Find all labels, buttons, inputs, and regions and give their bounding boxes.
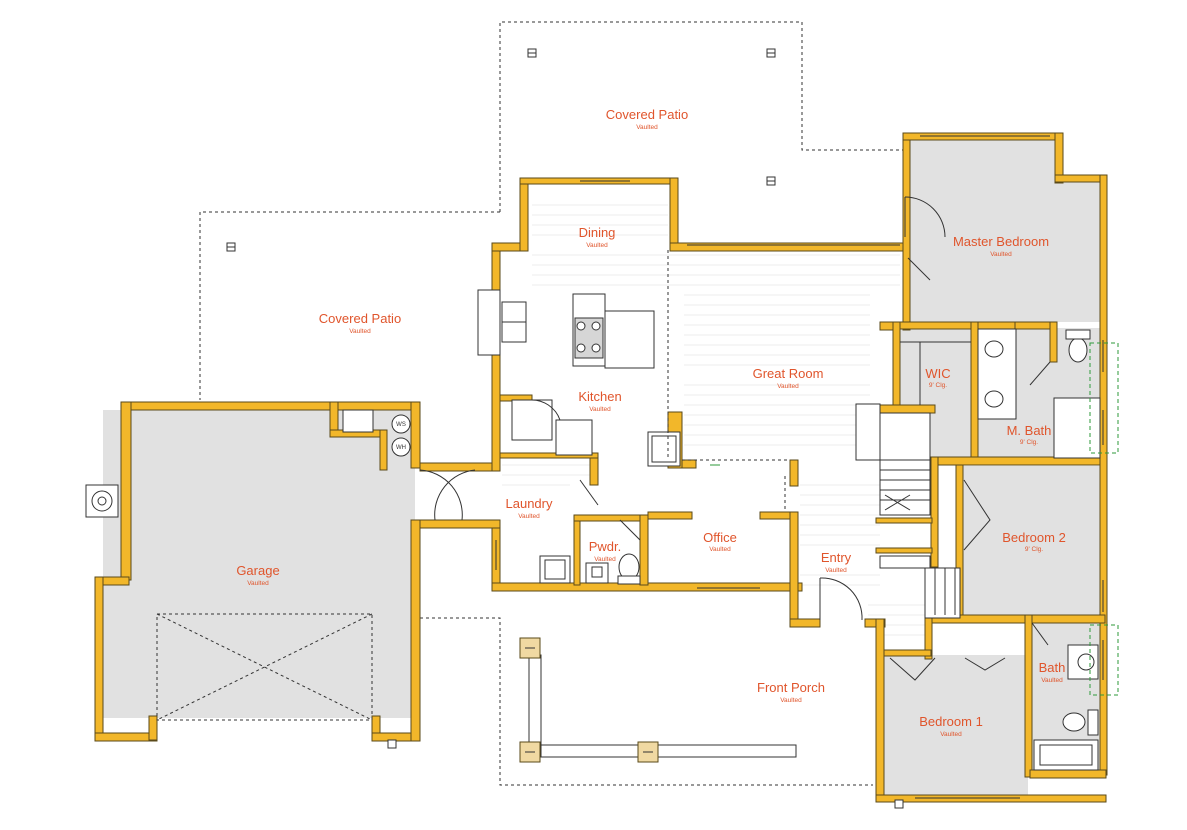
- bedroom-1-sub: Vaulted: [940, 731, 962, 738]
- overhead-lines: [667, 250, 1119, 696]
- bath-sub: Vaulted: [1041, 677, 1063, 684]
- great-room-sub: Vaulted: [777, 383, 799, 390]
- water-softener-label: WS: [396, 422, 406, 428]
- powder-name: Pwdr.: [589, 539, 622, 554]
- bedroom-1-name: Bedroom 1: [919, 714, 983, 729]
- covered-patio-top-sub: Vaulted: [636, 124, 658, 131]
- covered-patio-left-sub: Vaulted: [349, 328, 371, 335]
- stairs: [855, 403, 961, 619]
- entry-sub: Vaulted: [825, 567, 847, 574]
- dining-sub: Vaulted: [586, 242, 608, 249]
- room-labels: Covered Patio Vaulted Covered Patio Vaul…: [236, 107, 1065, 738]
- laundry-powder-fixtures: [539, 553, 641, 585]
- laundry-sub: Vaulted: [518, 513, 540, 520]
- kitchen-name: Kitchen: [578, 389, 621, 404]
- master-bedroom-name: Master Bedroom: [953, 234, 1049, 249]
- wic-name: WIC: [925, 366, 950, 381]
- front-porch-railing: [519, 637, 797, 763]
- dining-name: Dining: [579, 225, 616, 240]
- laundry-name: Laundry: [506, 496, 553, 511]
- master-bedroom-sub: Vaulted: [990, 251, 1012, 258]
- office-name: Office: [703, 530, 737, 545]
- front-porch-name: Front Porch: [757, 680, 825, 695]
- garage-fixtures: WS WH: [85, 409, 411, 749]
- garage-name: Garage: [236, 563, 279, 578]
- garage-sub: Vaulted: [247, 580, 269, 587]
- office-sub: Vaulted: [709, 546, 731, 553]
- hardwood-floor-pattern: [502, 204, 925, 636]
- bath-fixtures: [894, 644, 1099, 809]
- walls: [94, 132, 1108, 803]
- master-bath-name: M. Bath: [1007, 423, 1052, 438]
- bedroom-2-name: Bedroom 2: [1002, 530, 1066, 545]
- entry-name: Entry: [821, 550, 852, 565]
- wic-sub: 9' Clg.: [929, 382, 947, 389]
- kitchen-fixtures: [477, 289, 681, 467]
- covered-patio-left-name: Covered Patio: [319, 311, 401, 326]
- patio-column-markers: [226, 48, 776, 252]
- bedroom-2-sub: 9' Clg.: [1025, 546, 1043, 553]
- great-room-name: Great Room: [753, 366, 824, 381]
- water-heater-label: WH: [396, 445, 406, 451]
- windows: [495, 135, 1104, 799]
- powder-sub: Vaulted: [594, 556, 616, 563]
- kitchen-sub: Vaulted: [589, 406, 611, 413]
- master-bath-fixtures: [900, 328, 1101, 459]
- bath-name: Bath: [1039, 660, 1066, 675]
- covered-patio-top-name: Covered Patio: [606, 107, 688, 122]
- floor-areas: [103, 140, 1102, 797]
- door-swings: [419, 196, 1051, 681]
- front-porch-sub: Vaulted: [780, 697, 802, 704]
- master-bath-sub: 9' Clg.: [1020, 439, 1038, 446]
- covered-patio-outlines: [199, 21, 905, 786]
